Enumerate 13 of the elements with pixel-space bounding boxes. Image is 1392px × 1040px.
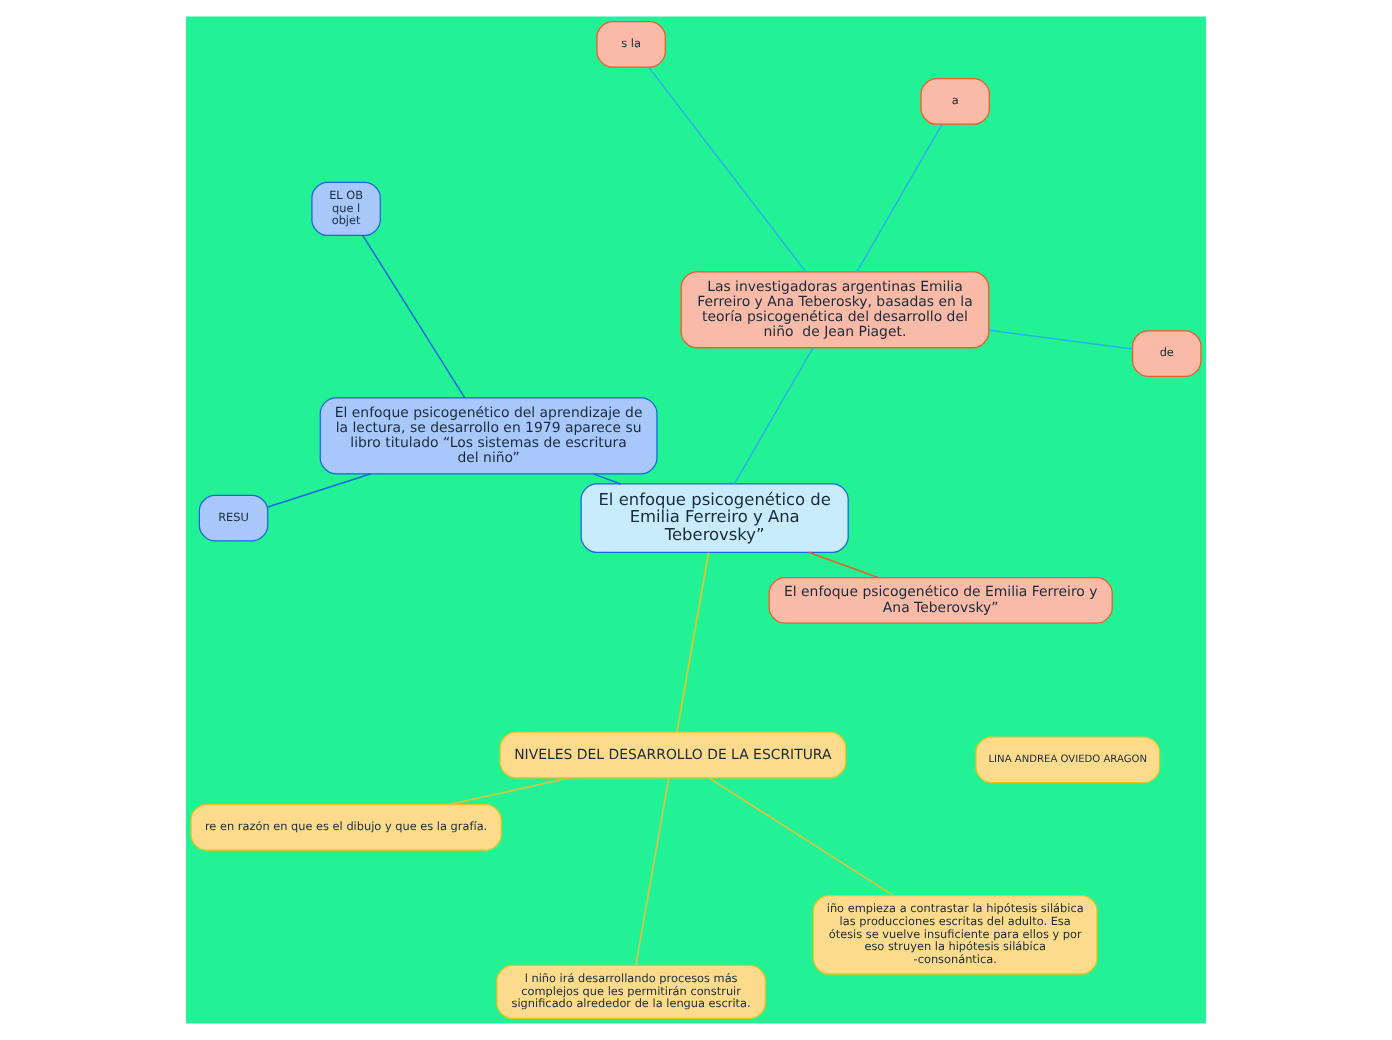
- connector: [807, 551, 879, 579]
- connector: [988, 329, 1134, 350]
- node-box: El enfoque psicogenético de Emilia Ferreiro y Ana Teberovsky”: [580, 483, 849, 553]
- connector: [733, 347, 814, 485]
- connector: [267, 473, 372, 508]
- connector: [676, 551, 710, 733]
- connector: [448, 777, 571, 806]
- connector: [708, 777, 894, 897]
- connector: [856, 123, 943, 273]
- connector: [592, 473, 622, 485]
- connector: [648, 66, 807, 273]
- connector: [362, 234, 466, 399]
- connector: [635, 777, 670, 966]
